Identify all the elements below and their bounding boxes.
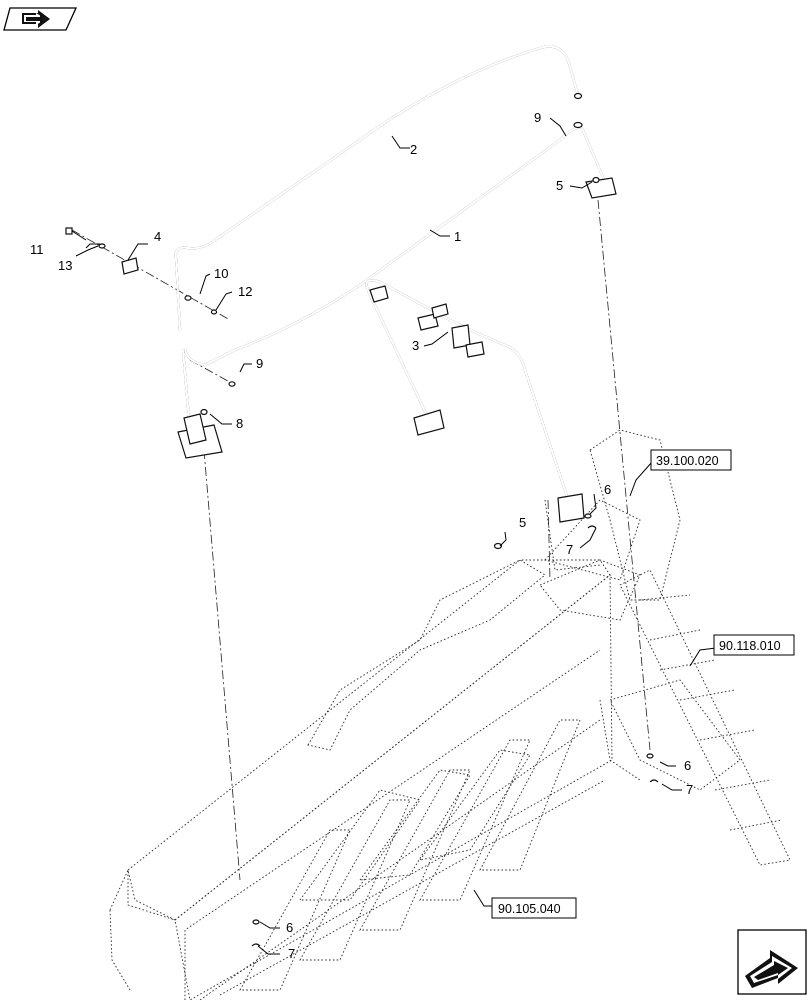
ref-39-100-020-text: 39.100.020 [656, 454, 719, 468]
label-9-left: 9 [256, 356, 263, 371]
ref-box-90-105-040[interactable]: 90.105.040 [491, 897, 577, 919]
label-9-top: 9 [534, 110, 541, 125]
fasteners [65, 176, 659, 947]
label-7-bottom: 7 [288, 946, 295, 961]
label-8: 8 [236, 416, 243, 431]
part-number-labels: 1 2 3 4 5 5 6 6 6 7 7 7 8 9 9 10 11 12 1… [30, 110, 693, 961]
previous-page-icon[interactable] [3, 7, 78, 31]
label-12: 12 [238, 284, 252, 299]
part-2-upper-rail [174, 45, 583, 332]
label-5-top: 5 [556, 178, 563, 193]
machine-frame-ghost [109, 429, 791, 1000]
next-page-icon[interactable] [737, 929, 807, 995]
label-7-mid: 7 [566, 542, 573, 557]
label-2: 2 [410, 142, 417, 157]
label-5-mid: 5 [519, 515, 526, 530]
alignment-lines [71, 199, 651, 881]
label-13: 13 [58, 258, 72, 273]
part-3-middle-hoop [365, 279, 585, 523]
part-1-lower-rail [177, 121, 617, 459]
label-10: 10 [214, 266, 228, 281]
label-11: 11 [30, 242, 44, 257]
ref-box-39-100-020[interactable]: 39.100.020 [650, 449, 732, 471]
ref-90-118-010-text: 90.118.010 [719, 639, 781, 653]
leader-lines [75, 117, 717, 955]
label-6-bottom: 6 [286, 920, 293, 935]
label-4: 4 [154, 229, 161, 244]
label-7-right: 7 [686, 782, 693, 797]
label-6-right: 6 [684, 758, 691, 773]
label-3: 3 [412, 338, 419, 353]
label-6-mid: 6 [604, 482, 611, 497]
ref-box-90-118-010[interactable]: 90.118.010 [713, 634, 795, 656]
label-1: 1 [454, 229, 461, 244]
ref-90-105-040-text: 90.105.040 [498, 902, 561, 916]
